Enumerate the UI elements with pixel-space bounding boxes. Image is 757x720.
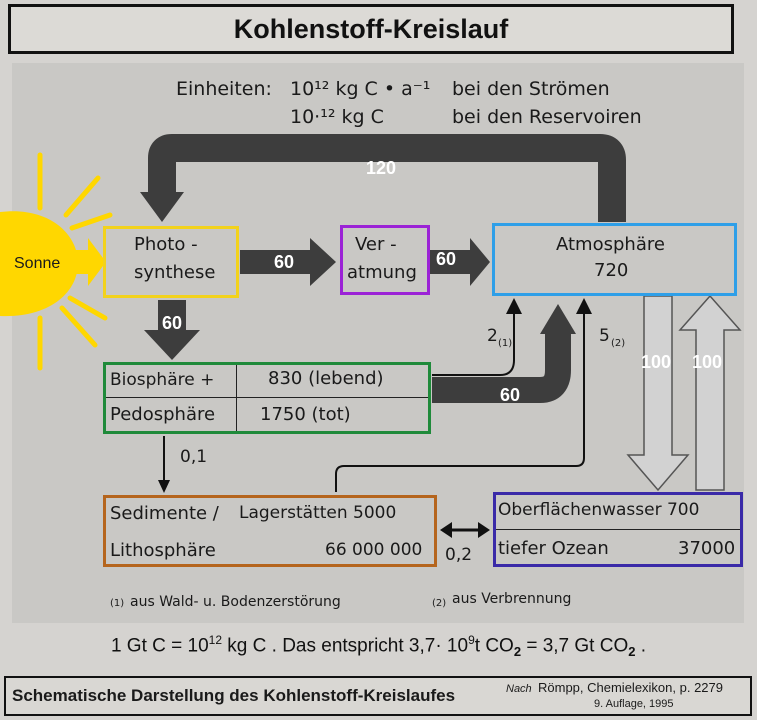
ocean-divider (496, 529, 740, 530)
arrowhead-60-biosphere (540, 304, 576, 334)
page-title: Kohlenstoff-Kreislauf (233, 13, 509, 44)
flow-atmosphere-ocean-label: 100 (641, 352, 672, 372)
arrow-respiration-to-atmosphere (430, 238, 490, 286)
footnote2-mark: (2) (432, 598, 447, 609)
footer-source-prefix: Nach (506, 683, 532, 695)
reservoir-unit: 10·¹² kg C (290, 106, 384, 128)
footer-source: Römpp, Chemielexikon, p. 2279 (538, 680, 723, 695)
flow-120-label: 120 (366, 158, 397, 178)
footer-caption: Schematische Darstellung des Kohlenstoff… (12, 686, 456, 705)
title-bar: Kohlenstoff-Kreislauf (8, 4, 734, 54)
respiration-line2: atmung (347, 262, 417, 283)
arrowhead-0-2-left (440, 522, 452, 538)
land-clearing-mark: (1) (498, 338, 513, 349)
biosphere-value: 830 (lebend) (268, 368, 384, 389)
footnote2-text: aus Verbrennung (452, 591, 572, 607)
flow-photosynthesis-biosphere-label: 60 (162, 313, 183, 333)
lithosphere-name: Lithosphäre (110, 540, 216, 561)
deposits-name: Lagerstätten 5000 (239, 503, 397, 523)
lithosphere-box (103, 495, 437, 567)
footnote1-text: aus Wald- u. Bodenzerstörung (130, 594, 341, 610)
footer-edition: 9. Auflage, 1995 (594, 698, 674, 710)
sun-label: Sonne (14, 255, 61, 272)
pedosphere-name: Pedosphäre (110, 404, 216, 425)
arrowhead-0-1 (158, 480, 170, 493)
biosphere-box (103, 362, 431, 434)
sun-icon (0, 152, 113, 371)
arrow-photosynthesis-to-respiration (240, 238, 336, 286)
flow-photosynthesis-respiration-label: 60 (274, 252, 295, 272)
respiration-line1: Ver - (355, 234, 397, 255)
pedosphere-value: 1750 (tot) (260, 404, 351, 425)
arrow-atmosphere-to-photosynthesis (148, 134, 626, 222)
lithosphere-value: 66 000 000 (325, 540, 423, 560)
arrowhead-0-2-right (478, 522, 490, 538)
arrowhead-combustion (576, 298, 592, 314)
sediments-name: Sedimente / (110, 503, 219, 524)
flow-ocean-atmosphere-label: 100 (692, 352, 723, 372)
arrow-atmosphere-to-ocean (626, 295, 690, 492)
flow-unit: 10¹² kg C • a⁻¹ (290, 78, 431, 100)
atmosphere-value: 720 (594, 260, 629, 281)
land-clearing-value: 2 (487, 326, 498, 346)
reservoir-unit-text: bei den Reservoiren (452, 106, 642, 128)
biosphere-divider-v (236, 365, 237, 431)
arrow-combustion (335, 312, 585, 492)
arrowhead-120 (140, 192, 184, 222)
combustion-mark: (2) (611, 338, 626, 349)
atmosphere-box (492, 223, 737, 296)
arrow-ocean-to-atmosphere (678, 294, 742, 491)
units-prefix: Einheiten: (176, 78, 272, 100)
flow-0-1-label: 0,1 (180, 447, 208, 467)
photosynthesis-box (103, 226, 239, 298)
combustion-value: 5 (599, 326, 610, 346)
footer: Schematische Darstellung des Kohlenstoff… (4, 676, 752, 716)
flow-biosphere-atmosphere-label: 60 (500, 385, 521, 405)
biosphere-divider-h (106, 397, 428, 398)
photosynthesis-line1: Photo - (134, 234, 198, 255)
ocean-box (493, 492, 743, 567)
surface-water: Oberflächenwasser 700 (498, 500, 700, 520)
atmosphere-name: Atmosphäre (556, 234, 665, 255)
footnote1-mark: (1) (110, 598, 125, 609)
deep-ocean-value: 37000 (678, 538, 736, 559)
arrow-land-clearing (432, 312, 515, 376)
flow-0-2-label: 0,2 (445, 545, 473, 565)
flow-unit-text: bei den Strömen (452, 78, 610, 100)
arrowhead-land-clearing (506, 298, 522, 314)
respiration-box (340, 225, 430, 295)
deep-ocean-name: tiefer Ozean (498, 538, 609, 559)
flow-respiration-atmosphere-label: 60 (436, 249, 457, 269)
photosynthesis-line2: synthese (134, 262, 216, 283)
arrow-photosynthesis-to-biosphere (144, 300, 200, 360)
conversion-formula: 1 Gt C = 1012 kg C . Das entspricht 3,7·… (110, 633, 647, 660)
arrow-biosphere-to-atmosphere (432, 330, 571, 403)
biosphere-name: Biosphäre + (110, 370, 215, 390)
